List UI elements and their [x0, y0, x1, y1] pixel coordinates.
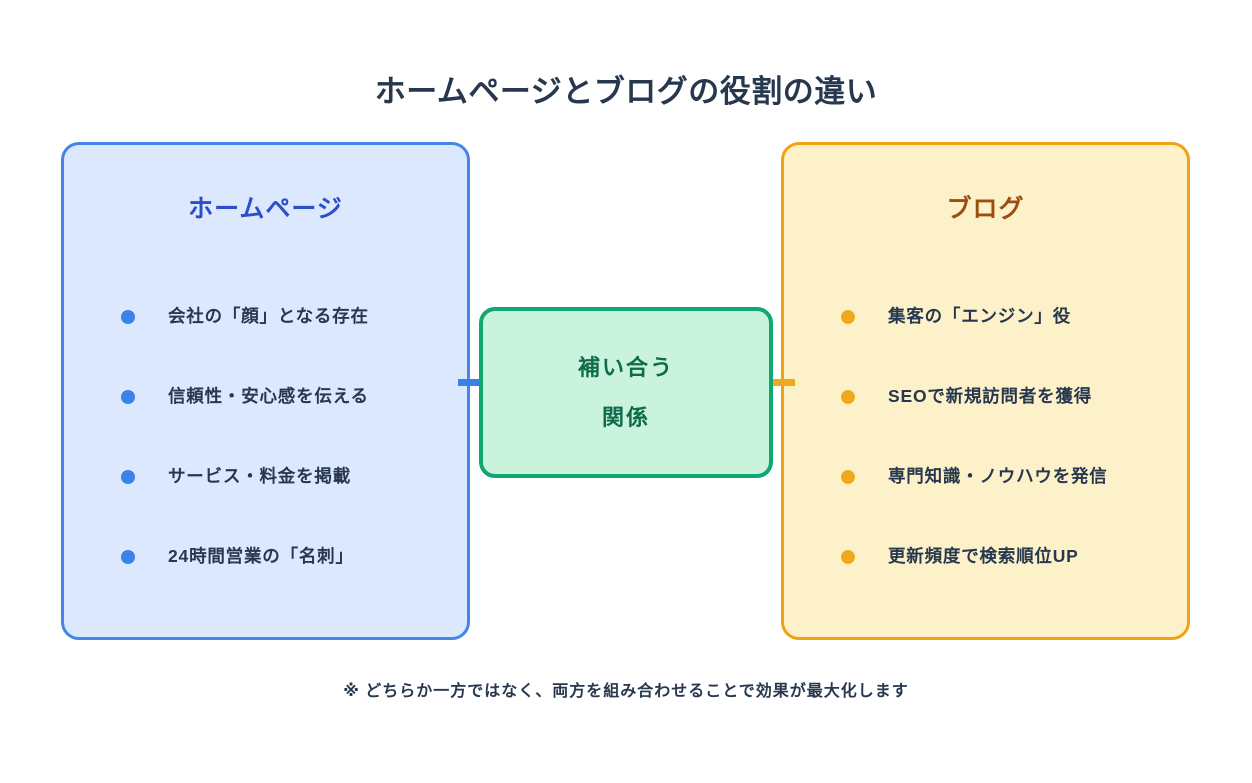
list-item: 24時間営業の「名刺」: [64, 517, 467, 597]
list-item: 集客の「エンジン」役: [784, 277, 1187, 357]
list-item: 更新頻度で検索順位UP: [784, 517, 1187, 597]
footer-note: ※ どちらか一方ではなく、両方を組み合わせることで効果が最大化します: [343, 683, 909, 700]
right-arrow-shaft: [769, 379, 795, 386]
list-item-label: 更新頻度で検索順位UP: [888, 546, 1079, 567]
list-item-label: 集客の「エンジン」役: [888, 306, 1071, 327]
page-title: ホームページとブログの役割の違い: [374, 74, 878, 109]
homepage-bullet-list: 会社の「顔」となる存在 信頼性・安心感を伝える サービス・料金を掲載 24時間営…: [64, 277, 467, 597]
homepage-panel-heading: ホームページ: [188, 195, 343, 223]
homepage-panel: ホームページ 会社の「顔」となる存在 信頼性・安心感を伝える サービス・料金を掲…: [61, 142, 470, 640]
bullet-dot-icon: [121, 550, 135, 564]
list-item-label: SEOで新規訪問者を獲得: [888, 386, 1093, 407]
list-item: サービス・料金を掲載: [64, 437, 467, 517]
list-item: 会社の「顔」となる存在: [64, 277, 467, 357]
list-item-label: サービス・料金を掲載: [168, 466, 351, 487]
list-item: 専門知識・ノウハウを発信: [784, 437, 1187, 517]
blog-panel: ブログ 集客の「エンジン」役 SEOで新規訪問者を獲得 専門知識・ノウハウを発信…: [781, 142, 1190, 640]
bullet-dot-icon: [121, 390, 135, 404]
relationship-line-1: 補い合う: [577, 354, 674, 380]
bullet-dot-icon: [121, 470, 135, 484]
bullet-dot-icon: [841, 390, 855, 404]
relationship-box: 補い合う 関係: [479, 307, 773, 478]
list-item-label: 24時間営業の「名刺」: [168, 546, 354, 567]
bullet-dot-icon: [121, 310, 135, 324]
list-item-label: 専門知識・ノウハウを発信: [888, 466, 1108, 487]
bullet-dot-icon: [841, 550, 855, 564]
list-item: 信頼性・安心感を伝える: [64, 357, 467, 437]
list-item-label: 会社の「顔」となる存在: [168, 306, 369, 327]
bullet-dot-icon: [841, 310, 855, 324]
blog-bullet-list: 集客の「エンジン」役 SEOで新規訪問者を獲得 専門知識・ノウハウを発信 更新頻…: [784, 277, 1187, 597]
blog-panel-heading: ブログ: [946, 195, 1025, 223]
list-item: SEOで新規訪問者を獲得: [784, 357, 1187, 437]
list-item-label: 信頼性・安心感を伝える: [168, 386, 369, 407]
relationship-line-2: 関係: [601, 404, 650, 430]
left-arrow-shaft: [458, 379, 484, 386]
bullet-dot-icon: [841, 470, 855, 484]
